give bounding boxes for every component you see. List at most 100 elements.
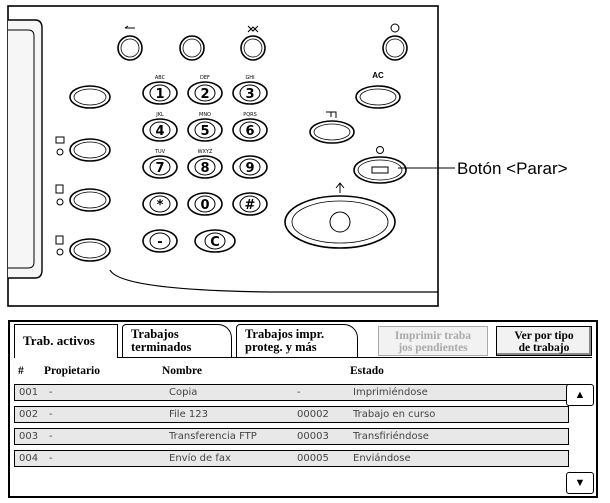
down-arrow-icon: ▼ [574, 477, 586, 489]
table-row[interactable]: 004- Envío de fax 00005 Enviándose [14, 450, 569, 467]
job-owner: - [49, 409, 53, 420]
keypad-key-label: C [210, 235, 220, 250]
tab-secure-print-jobs[interactable]: Trabajos impr. proteg. y más [236, 324, 358, 358]
keypad-key-outline [187, 155, 223, 179]
keypad-key-letters: PQRS [243, 112, 257, 118]
column-header-name: Nombre [162, 365, 203, 377]
keypad-key-letters: WXYZ [198, 149, 213, 155]
job-status: Trabajo en curso [353, 409, 436, 420]
column-header-status: Estado [350, 365, 384, 377]
table-row[interactable]: 001-Copia-Imprimiéndose [14, 384, 569, 401]
keypad-key-label: 8 [200, 161, 209, 176]
keypad-key: 9 [232, 155, 268, 179]
print-pending-jobs-label: Imprimir traba jos pendientes [394, 330, 472, 354]
keypad-key: 0 [187, 192, 223, 216]
keypad-key-label: 6 [245, 124, 254, 139]
top-buttons [117, 23, 408, 61]
keypad-key-letters: MNO [199, 112, 211, 118]
keypad-key-inner [239, 121, 261, 139]
keypad-key-letters: ABC [155, 75, 166, 81]
column-header-owner: Propietario [44, 365, 100, 377]
view-by-job-type-label: Ver por tipo de trabajo [514, 330, 574, 354]
job-id: 00005 [297, 453, 329, 464]
table-row[interactable]: 002- File 123 00002 Trabajo en curso [14, 406, 569, 423]
keypad-key-outline [142, 229, 178, 253]
scroll-down-button[interactable]: ▼ [566, 472, 594, 494]
job-id: 00003 [297, 431, 329, 442]
job-number: 004 [19, 453, 39, 464]
view-by-job-type-button[interactable]: Ver por tipo de trabajo [496, 326, 592, 356]
keypad-key-outline [232, 81, 268, 105]
keypad-key: * [142, 192, 178, 216]
keypad-key: 8 WXYZ [187, 149, 223, 179]
keypad-key-label: 5 [200, 124, 209, 139]
keypad-key-inner [239, 84, 261, 102]
job-id: - [297, 387, 301, 398]
tab-completed-jobs[interactable]: Trabajos terminados [122, 324, 232, 358]
keypad-key-inner [239, 158, 261, 176]
keypad-key-label: 1 [155, 87, 164, 102]
keypad-key: 1 ABC [142, 75, 178, 105]
stop-button-callout: Botón <Parar> [457, 159, 568, 178]
keypad-key-outline [142, 81, 178, 105]
keypad-key: 6 PQRS [232, 112, 268, 142]
control-panel-illustration: 1ABC2DEF3GHI4JKL5MNO6PQRS7TUV8WXYZ9*0#-C… [7, 5, 455, 307]
keypad-key-inner [149, 195, 171, 213]
keypad-key-letters: DEF [200, 75, 210, 81]
keypad-key-outline [232, 192, 268, 216]
keypad-key-inner [149, 121, 171, 139]
job-number: 003 [19, 431, 39, 442]
job-number: 001 [19, 387, 39, 398]
job-status: Imprimiéndose [353, 387, 428, 398]
job-owner: - [49, 453, 53, 464]
keypad-key: 5 MNO [187, 112, 223, 142]
keypad-key-outline [187, 118, 223, 142]
keypad-key-outline [232, 118, 268, 142]
keypad-key-outline [232, 155, 268, 179]
print-pending-jobs-button[interactable]: Imprimir traba jos pendientes [378, 326, 488, 356]
keypad-key-inner [204, 232, 226, 250]
keypad-key: 7 TUV [142, 149, 178, 179]
job-name: Transferencia FTP [169, 431, 257, 442]
keypad-key-outline [142, 118, 178, 142]
job-id: 00002 [297, 409, 329, 420]
job-status: Enviándose [353, 453, 411, 464]
table-row[interactable]: 003- Transferencia FTP 00003 Transfiriéndos… [14, 428, 569, 445]
stop-button [353, 146, 407, 184]
job-status: Transfiriéndose [353, 431, 429, 442]
keypad-key-label: 7 [155, 161, 164, 176]
start-button [284, 182, 396, 249]
keypad-key-inner [194, 84, 216, 102]
keypad-key-letters: GHI [245, 75, 254, 81]
job-owner: - [49, 431, 53, 442]
scroll-up-button[interactable]: ▲ [566, 384, 594, 406]
keypad-key-outline [142, 192, 178, 216]
tab-completed-jobs-label: Trabajos terminados [131, 327, 192, 354]
keypad-key-label: 0 [200, 198, 209, 213]
interrupt-button [309, 111, 355, 144]
keypad-key-inner [149, 158, 171, 176]
keypad-key-letters: TUV [154, 149, 166, 155]
job-number: 002 [19, 409, 39, 420]
job-name: Envío de fax [169, 453, 231, 464]
ac-button: AC [355, 71, 401, 109]
keypad-key-inner [194, 121, 216, 139]
keypad-key-inner [149, 232, 171, 250]
job-name: File 123 [169, 409, 208, 420]
keypad-key-label: # [245, 198, 256, 213]
svg-text:AC: AC [372, 71, 384, 80]
tab-secure-print-jobs-label: Trabajos impr. proteg. y más [245, 327, 325, 354]
keypad-key-inner [194, 158, 216, 176]
keypad-key-label: 4 [155, 124, 164, 139]
tab-active-jobs[interactable]: Trab. activos [14, 324, 118, 358]
keypad-key-label: * [157, 198, 164, 213]
job-name: Copia [169, 387, 198, 398]
job-status-screen: Trab. activos Trabajos terminados Trabaj… [8, 320, 598, 498]
keypad-key-inner [239, 195, 261, 213]
left-side-buttons [55, 85, 111, 262]
keypad-key-inner [194, 195, 216, 213]
